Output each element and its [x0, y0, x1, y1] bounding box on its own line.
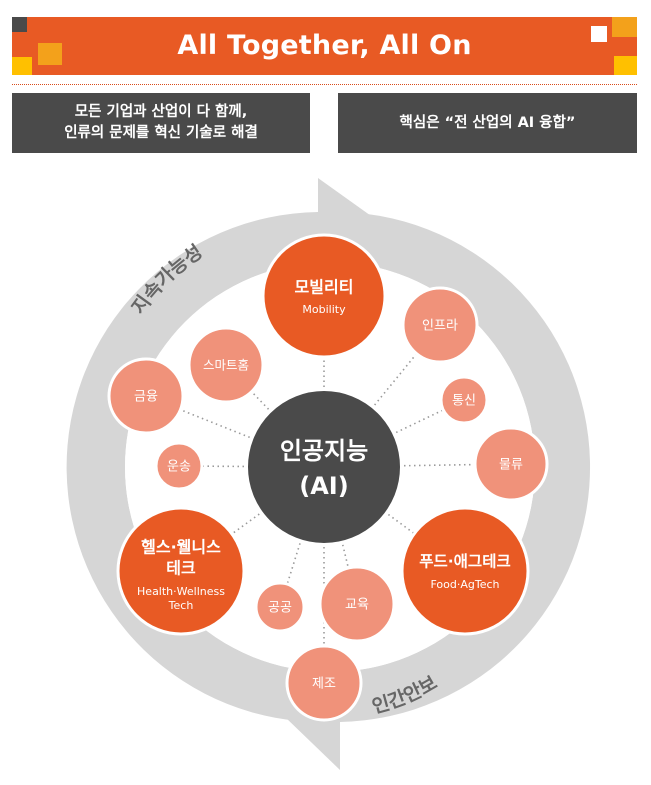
svg-text:통신: 통신 [452, 394, 476, 409]
svg-text:공공: 공공 [268, 601, 292, 616]
decor-square-dark [12, 17, 27, 32]
major-node-mobility: 모빌리티 Mobility [261, 233, 387, 359]
decor-square-white [591, 26, 607, 42]
svg-text:(AI): (AI) [299, 472, 348, 500]
divider [12, 84, 637, 85]
svg-text:교육: 교육 [345, 598, 369, 613]
title-banner: All Together, All On [12, 17, 637, 75]
page-title: All Together, All On [177, 30, 472, 61]
svg-text:인프라: 인프라 [422, 319, 458, 334]
mission-box: 모든 기업과 산업이 다 함께, 인류의 문제를 혁신 기술로 해결 [12, 93, 310, 153]
mission-line-1: 모든 기업과 산업이 다 함께, [74, 104, 248, 120]
minor-node-telecom: 통신 [439, 375, 489, 425]
core-text: 핵심은 “전 산업의 AI 융합” [399, 114, 576, 131]
svg-text:모빌리티: 모빌리티 [295, 278, 354, 297]
svg-text:운송: 운송 [167, 460, 191, 475]
svg-text:물류: 물류 [499, 458, 523, 473]
minor-node-smarthome: 스마트홈 [187, 326, 265, 404]
center-node-ai: 인공지능 (AI) [244, 387, 404, 547]
decor-square-orange [38, 43, 62, 65]
minor-node-infra: 인프라 [401, 286, 479, 364]
svg-text:Mobility: Mobility [302, 303, 346, 316]
decor-square-yellow [12, 57, 32, 75]
minor-node-education: 교육 [318, 565, 396, 643]
svg-text:푸드·애그테크: 푸드·애그테크 [419, 553, 510, 571]
minor-node-transport: 운송 [154, 441, 204, 491]
svg-text:테크: 테크 [166, 559, 196, 578]
decor-square-amber-top [612, 17, 637, 37]
svg-text:인공지능: 인공지능 [280, 437, 368, 465]
minor-node-manufacturing: 제조 [285, 644, 363, 722]
svg-text:스마트홈: 스마트홈 [203, 358, 249, 373]
core-box: 핵심은 “전 산업의 AI 융합” [338, 93, 637, 153]
mission-line-2: 인류의 문제를 혁신 기술로 해결 [64, 125, 258, 141]
svg-text:금융: 금융 [134, 390, 158, 405]
minor-node-public: 공공 [254, 581, 306, 633]
major-node-food: 푸드·애그테크 Food·AgTech [400, 506, 530, 636]
svg-text:Food·AgTech: Food·AgTech [430, 578, 499, 591]
minor-node-finance: 금융 [107, 357, 185, 435]
svg-text:제조: 제조 [312, 677, 336, 692]
major-node-health: 헬스·웰니스 테크 Health·Wellness Tech [116, 506, 246, 636]
decor-square-amber-bottom [614, 56, 637, 75]
svg-text:Tech: Tech [168, 599, 194, 612]
minor-node-logistics: 물류 [473, 426, 549, 502]
svg-text:헬스·웰니스: 헬스·웰니스 [141, 538, 221, 557]
svg-text:Health·Wellness: Health·Wellness [137, 585, 225, 598]
